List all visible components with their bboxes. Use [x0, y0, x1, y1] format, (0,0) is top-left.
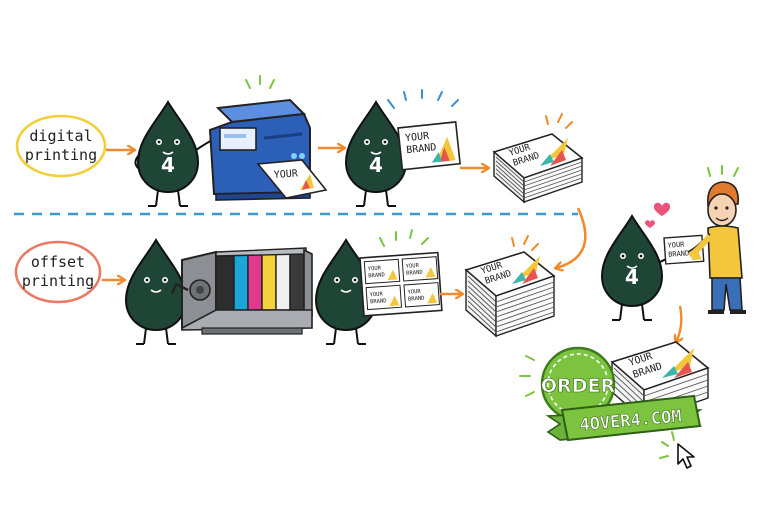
mascot-number: 4 — [369, 153, 383, 177]
stack-sparkle — [545, 113, 573, 129]
printer-sparkle — [245, 75, 275, 89]
sheet-text: YOUR — [406, 263, 420, 270]
sheet-text: BRAND — [406, 270, 423, 277]
handoff-text-1: YOUR — [667, 241, 685, 250]
sheet-text: BRAND — [370, 298, 387, 305]
digital-label-line2: printing — [25, 146, 97, 164]
card-line2: BRAND — [406, 142, 437, 156]
cursor-icon — [677, 443, 695, 469]
cursor-sparkle — [659, 431, 675, 459]
customer-icon — [687, 181, 746, 314]
card-sparkle — [387, 89, 459, 109]
sheet-text: BRAND — [408, 296, 425, 303]
mascot-number: 4 — [625, 265, 639, 289]
order-sparkle — [519, 355, 535, 397]
print-sheet: YOUR BRAND YOUR BRAND YOUR BRAND YOUR BR… — [359, 251, 443, 317]
sheet-sparkle — [379, 229, 429, 247]
order-badge-text: ORDER — [541, 375, 616, 397]
sheet-text: YOUR — [369, 291, 383, 298]
sheet-text: BRAND — [368, 272, 385, 279]
offset-label-line1: offset — [31, 253, 85, 271]
offset-printing-label: offset printing — [14, 240, 102, 304]
printer-paper-text: YOUR — [273, 168, 299, 181]
mascot-number: 4 — [161, 153, 175, 177]
digital-printer-icon: YOUR — [208, 98, 328, 201]
arrow-merge-curve — [556, 207, 587, 268]
sheet-text: YOUR — [368, 266, 382, 273]
stack-sparkle — [511, 235, 539, 251]
paper-stack-icon: YOUR BRAND — [464, 251, 556, 338]
brand-card: YOUR BRAND — [397, 121, 461, 171]
arrow-to-order — [676, 305, 681, 342]
ink-drop-mascot-icon: 4 — [134, 101, 217, 207]
offset-press-icon — [170, 247, 313, 335]
customer-sparkle — [707, 165, 739, 177]
offset-label-line2: printing — [22, 272, 94, 290]
order-button[interactable]: ORDER — [541, 346, 616, 422]
heart-icon — [645, 220, 655, 228]
digital-label-line1: digital — [29, 127, 92, 145]
heart-icon — [653, 202, 671, 216]
ink-drop-mascot-icon: 4 — [601, 215, 675, 321]
sheet-text: YOUR — [407, 289, 421, 296]
digital-printing-label: digital printing — [15, 114, 107, 178]
card-line1: YOUR — [405, 131, 431, 145]
handoff-text-2: BRAND — [668, 249, 690, 258]
paper-stack-icon: YOUR BRAND — [493, 133, 583, 203]
